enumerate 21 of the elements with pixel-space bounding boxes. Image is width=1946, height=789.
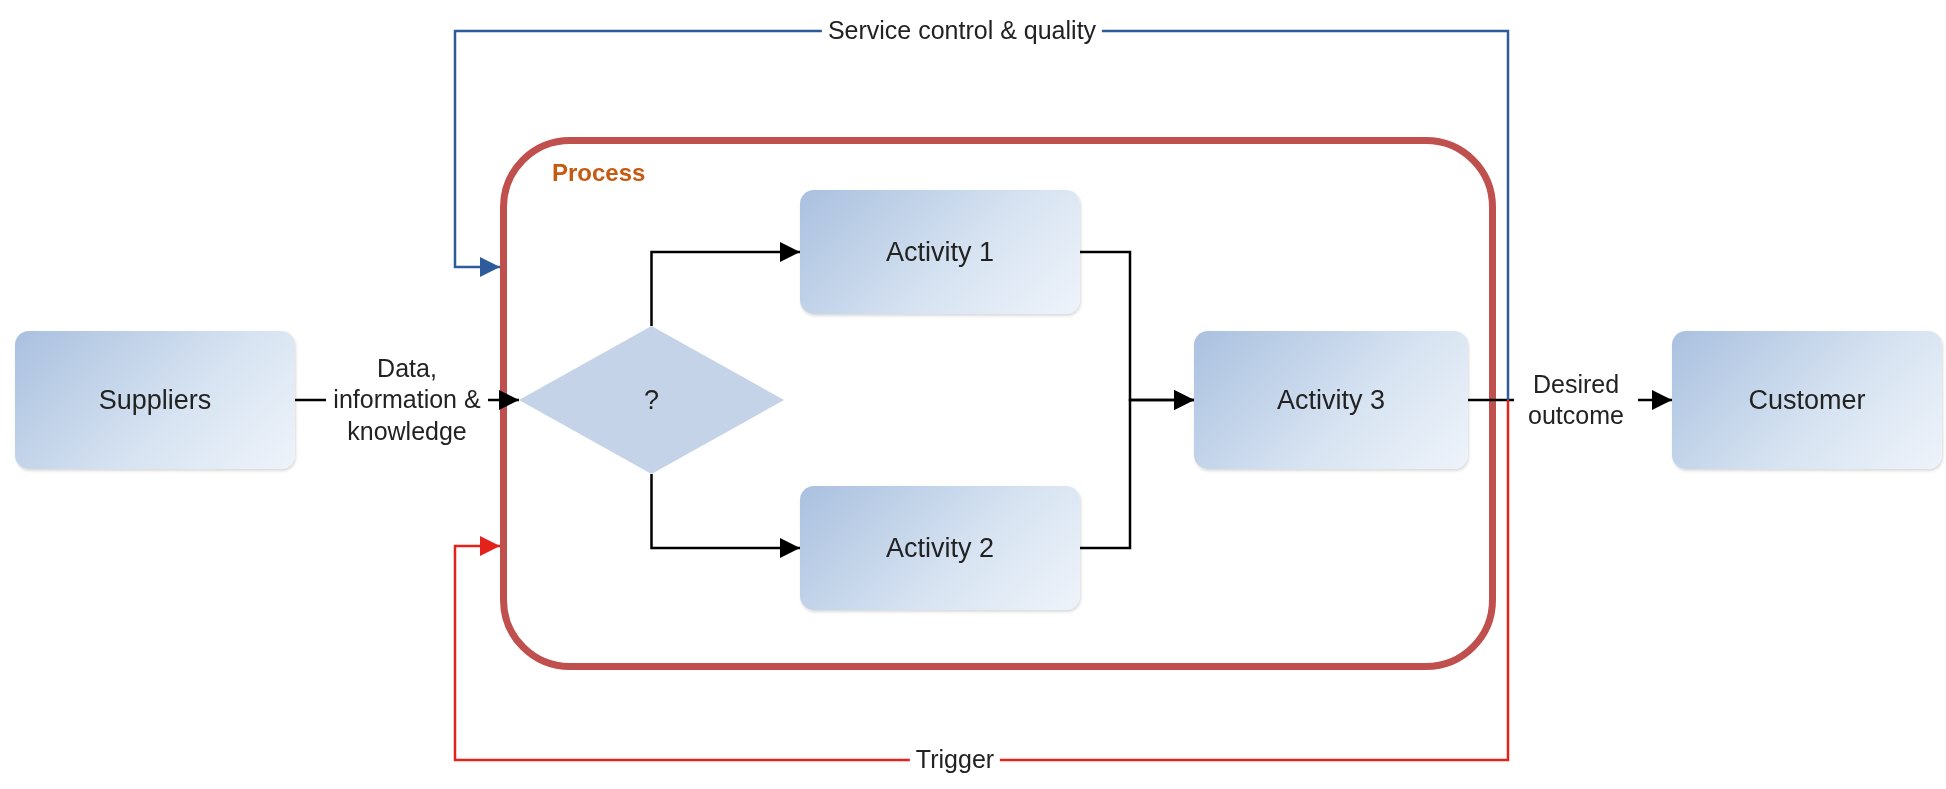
process-container: [500, 137, 1496, 670]
box-label: Suppliers: [98, 384, 212, 416]
feedback-arrow: [453, 29, 1510, 400]
process-box: [1672, 331, 1942, 469]
box-label: Customer: [1748, 384, 1866, 416]
arrow: [650, 242, 800, 326]
process-box: [800, 486, 1080, 610]
decision-diamond: [519, 326, 784, 474]
feedback-arrow: [453, 400, 1510, 762]
arrow: [295, 390, 519, 410]
arrow: [1080, 390, 1194, 550]
decision-label: ?: [644, 384, 659, 416]
process-box: [800, 190, 1080, 314]
process-box: [1194, 331, 1468, 469]
arrow: [650, 474, 800, 558]
box-label: Activity 1: [886, 236, 994, 268]
container-title: Process: [552, 159, 646, 187]
box-label: Activity 3: [1277, 384, 1385, 416]
process-box: [15, 331, 295, 469]
arrow: [1468, 390, 1672, 410]
box-label: Activity 2: [886, 532, 994, 564]
